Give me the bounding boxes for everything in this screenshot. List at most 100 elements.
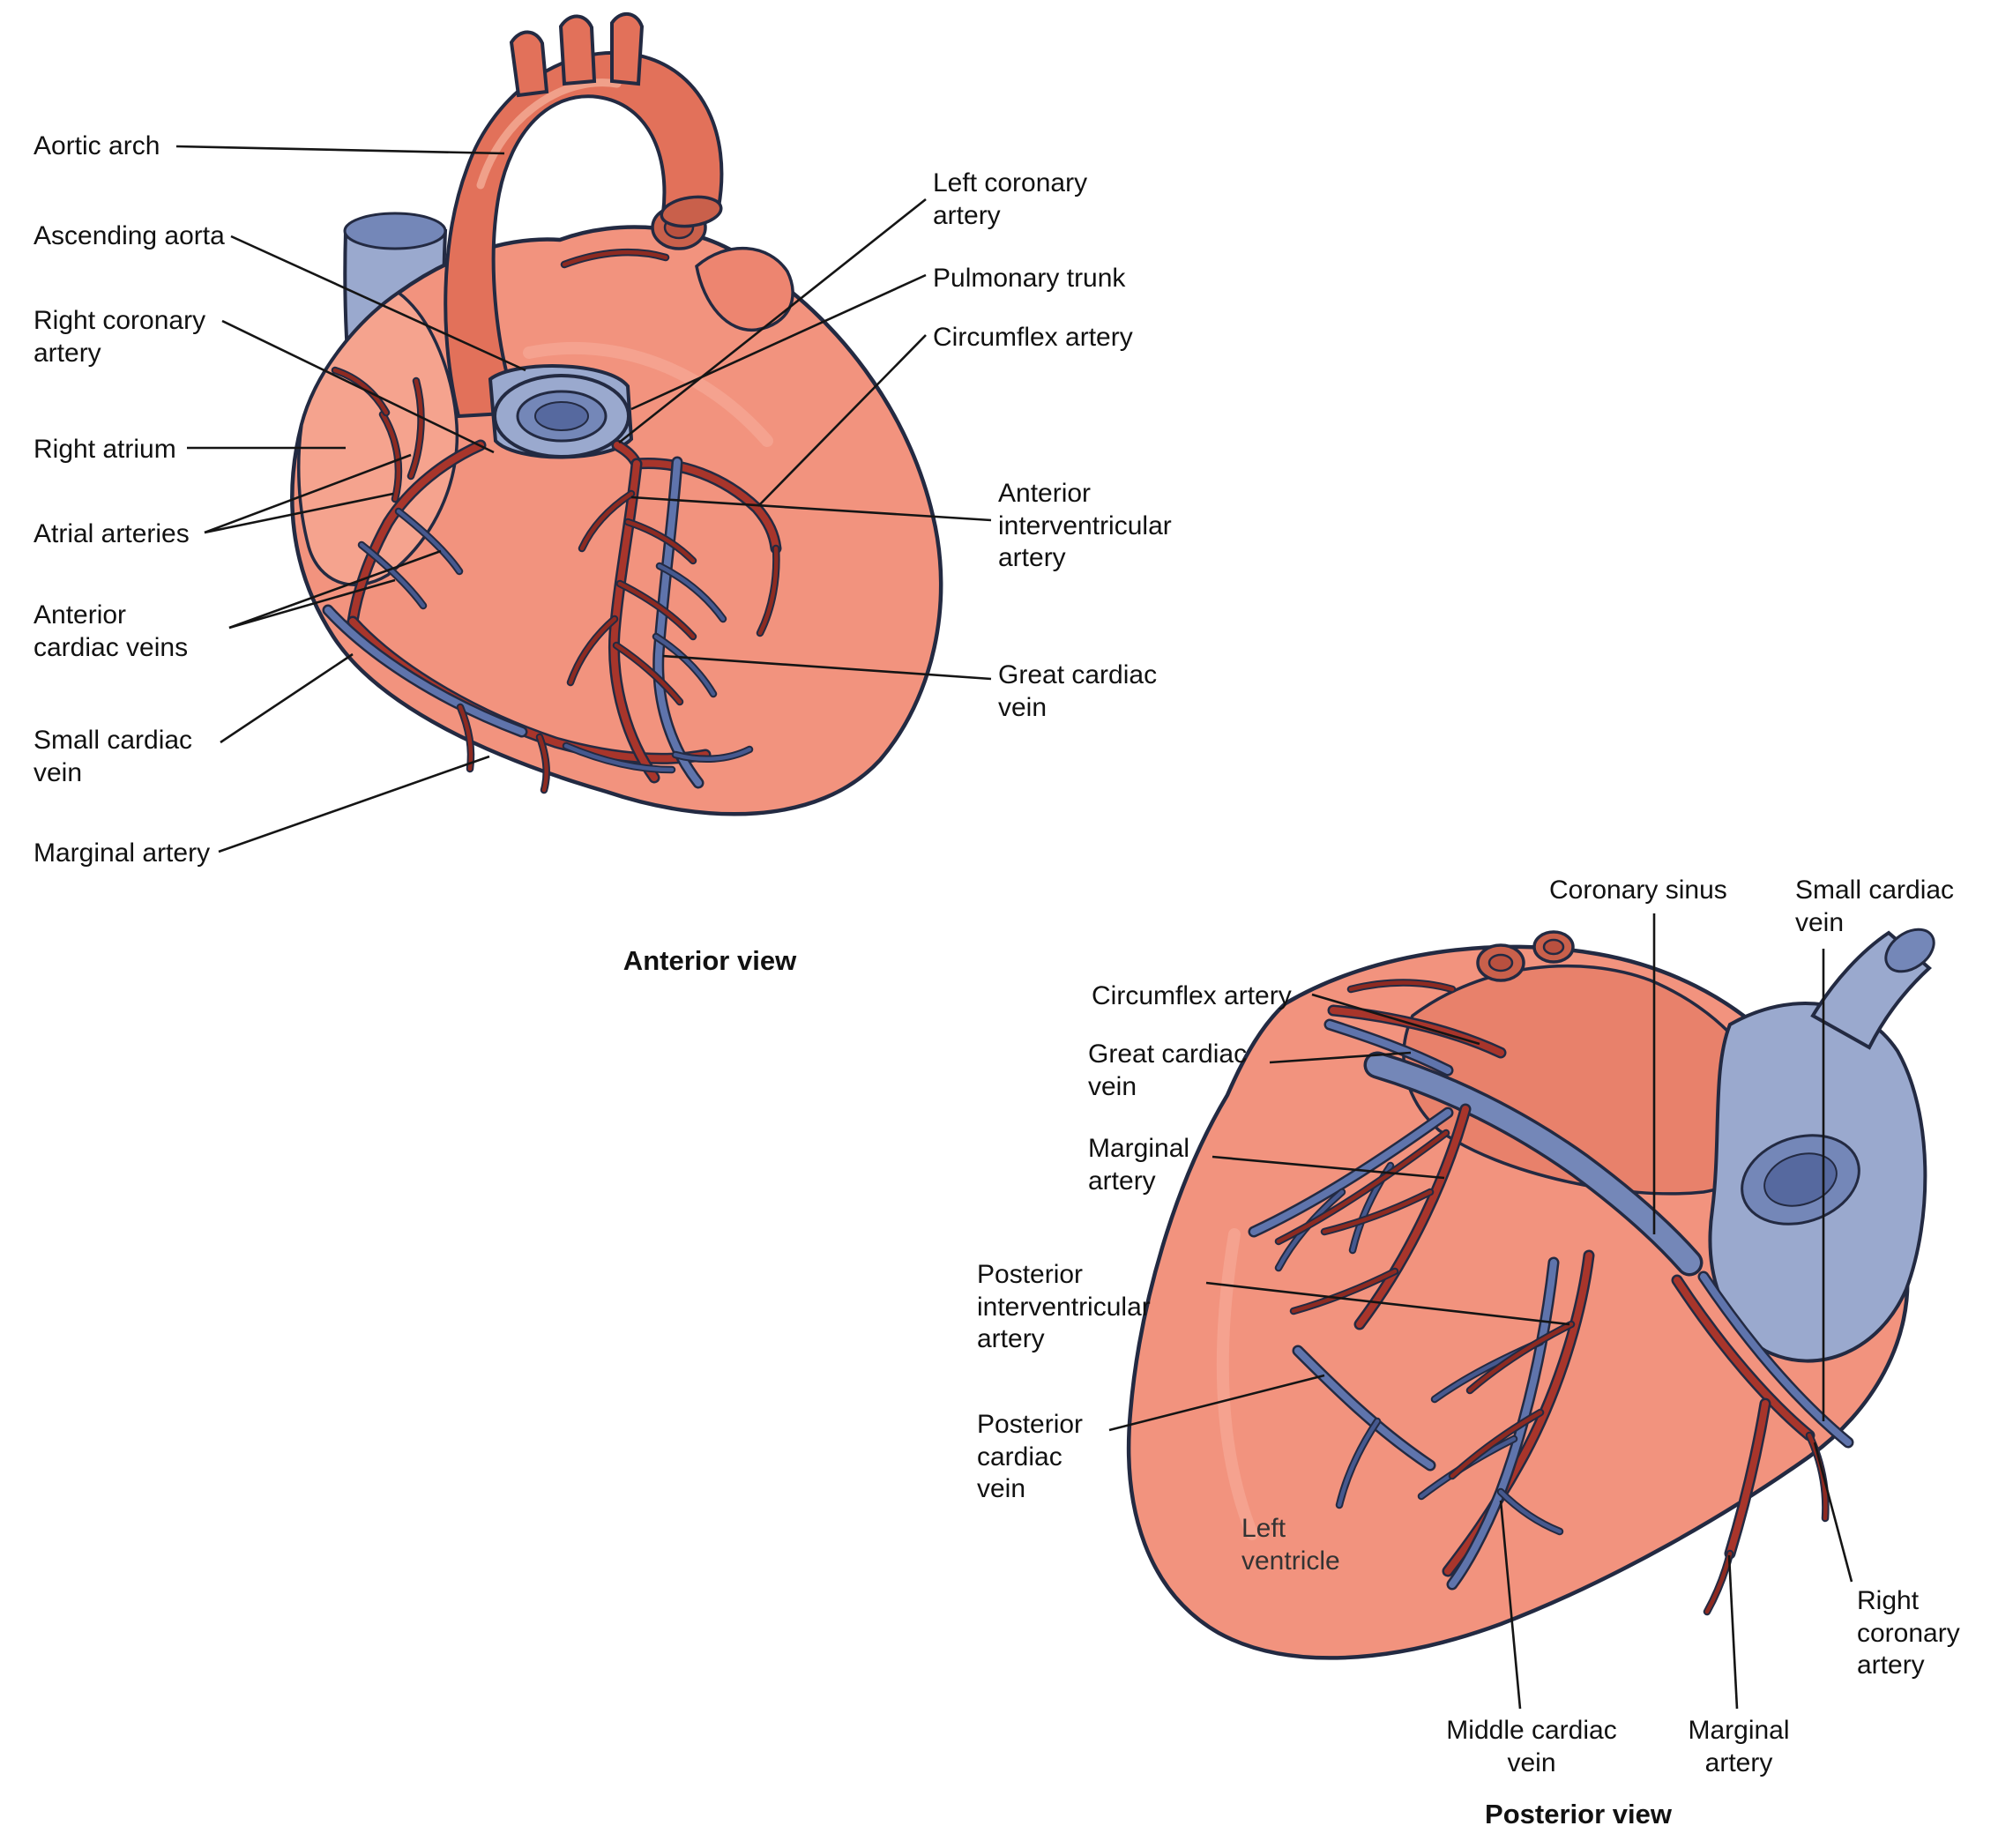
leader-anterior-interventricular-artery (630, 496, 992, 522)
vein-branch (653, 634, 716, 697)
leader-atrial-arteries (204, 492, 394, 534)
leader-posterior-interventricular-artery (1205, 1281, 1570, 1326)
artery-branch (625, 519, 696, 563)
superior-vena-cava-opening (343, 212, 447, 250)
label-pulmonary-trunk: Pulmonary trunk (933, 264, 1126, 293)
anterior-cardiac-vein-vessel (359, 542, 426, 608)
label-right-coronary-artery: Right coronary artery (34, 306, 206, 368)
small-cardiac-vein-vessel (324, 607, 526, 735)
label-circumflex-artery-posterior: Circumflex artery (1092, 981, 1292, 1010)
anterior-cardiac-vein-vessel (396, 509, 462, 574)
right-atrium-shape (296, 290, 459, 587)
artery-branch (332, 368, 389, 415)
ventricle-highlight (523, 341, 773, 447)
label-atrial-arteries: Atrial arteries (34, 519, 190, 548)
vein-branch (673, 747, 752, 762)
posterior-view-caption: Posterior view (1485, 1799, 1672, 1829)
aorta-branch-stub (509, 30, 549, 98)
leader-circumflex-artery (757, 334, 927, 507)
right-coronary-artery-vessel (349, 442, 484, 625)
label-marginal-artery: Marginal artery (34, 838, 211, 868)
leader-marginal-artery (218, 755, 490, 853)
leader-right-coronary-artery (1813, 1442, 1853, 1583)
label-small-cardiac-vein-posterior: Small cardiac vein (1795, 876, 1955, 937)
anterior-heart-illustration (290, 12, 943, 816)
leader-small-cardiac-vein (220, 652, 354, 744)
label-posterior-interventricular-artery: Posterior interventricular artery (977, 1260, 1151, 1354)
aorta-cut-end (660, 195, 723, 228)
leader-right-coronary-artery (221, 319, 495, 454)
posterior-interventricular-artery-vessel (1444, 1252, 1592, 1575)
aorta-highlight (476, 78, 622, 190)
label-great-cardiac-vein: Great cardiac vein (998, 660, 1158, 722)
leader-great-cardiac-vein (1269, 1051, 1412, 1064)
ventricle-highlight (1216, 1228, 1258, 1540)
marginal-artery-vessel (1356, 1106, 1469, 1328)
label-small-cardiac-vein: Small cardiac vein (34, 726, 193, 787)
atrial-artery-vessel (380, 412, 401, 502)
leader-anterior-cardiac-veins (228, 578, 396, 630)
leader-circumflex-artery (1311, 993, 1480, 1046)
leader-marginal-artery-lower (1727, 1554, 1739, 1710)
coronary-sinus-vessel (1367, 1054, 1700, 1273)
posterior-cardiac-vein-vessel (1294, 1347, 1434, 1469)
artery-branch (537, 734, 548, 793)
artery-branch (1322, 1189, 1433, 1234)
inferior-vena-cava-lumen (1763, 1152, 1838, 1207)
right-coronary-artery-vessel (1674, 1277, 1813, 1439)
leader-middle-cardiac-vein (1499, 1500, 1522, 1710)
label-marginal-artery-upper: Marginal artery (1088, 1134, 1190, 1196)
label-posterior-cardiac-vein: Posterior cardiac vein (977, 1410, 1084, 1504)
artery-branch (1348, 980, 1455, 992)
leader-posterior-cardiac-vein (1108, 1374, 1325, 1432)
leader-atrial-arteries (204, 453, 412, 534)
leader-anterior-cardiac-veins (228, 549, 442, 630)
left-ventricle-vein-vessel (1250, 1109, 1451, 1235)
anterior-view-caption: Anterior view (623, 945, 797, 976)
vein-branch (657, 563, 726, 622)
atrial-artery-vessel (408, 378, 423, 479)
leader-pulmonary-trunk (630, 273, 927, 411)
leader-great-cardiac-vein (662, 654, 992, 681)
cut-vessel-lumen (1487, 953, 1514, 972)
artery-branch (1450, 1410, 1543, 1479)
label-middle-cardiac-vein: Middle cardiac vein (1446, 1716, 1617, 1777)
marginal-artery-branch-vessel (1726, 1400, 1769, 1557)
leader-aortic-arch (175, 145, 505, 155)
vein-branch (1498, 1489, 1562, 1534)
artery-branch (562, 250, 668, 267)
artery-branch (568, 616, 617, 685)
label-coronary-sinus: Coronary sinus (1549, 876, 1727, 905)
superior-vena-cava-opening (1884, 928, 1935, 973)
great-cardiac-vein-vessel (1326, 1021, 1451, 1074)
label-ascending-aorta: Ascending aorta (34, 221, 225, 250)
artery-branch (1291, 1269, 1398, 1314)
artery-branch (1276, 1130, 1449, 1244)
label-anterior-interventricular-artery: Anterior interventricular artery (998, 479, 1172, 573)
label-left-coronary-artery: Left coronary artery (933, 168, 1088, 230)
label-right-coronary-artery-posterior: Right coronary artery (1857, 1586, 1960, 1680)
anterior-interventricular-artery-vessel (610, 460, 658, 781)
great-cardiac-vein-vessel (654, 458, 702, 786)
label-left-ventricle: Left ventricle (1241, 1514, 1340, 1576)
aorta-branch-stub (610, 12, 645, 86)
label-anterior-cardiac-veins: Anterior cardiac veins (34, 600, 189, 662)
vein-branch (563, 743, 675, 772)
leader-left-coronary-artery (618, 197, 927, 444)
vein-branch (1337, 1419, 1380, 1508)
label-right-atrium: Right atrium (34, 435, 176, 464)
leader-marginal-artery-upper (1212, 1155, 1445, 1180)
leader-lines (175, 145, 1853, 1710)
aorta-branch-stub (558, 14, 597, 86)
label-marginal-artery-lower: Marginal artery (1688, 1716, 1790, 1777)
pulmonary-trunk-lumen (534, 401, 589, 431)
cut-vessel-lumen (1542, 938, 1565, 956)
label-aortic-arch: Aortic arch (34, 131, 160, 160)
artery-branch (579, 491, 634, 551)
artery-branch (614, 643, 682, 704)
leader-ascending-aorta (230, 235, 526, 372)
artery-branch (1467, 1322, 1574, 1393)
label-great-cardiac-vein-posterior: Great cardiac vein (1088, 1040, 1248, 1101)
